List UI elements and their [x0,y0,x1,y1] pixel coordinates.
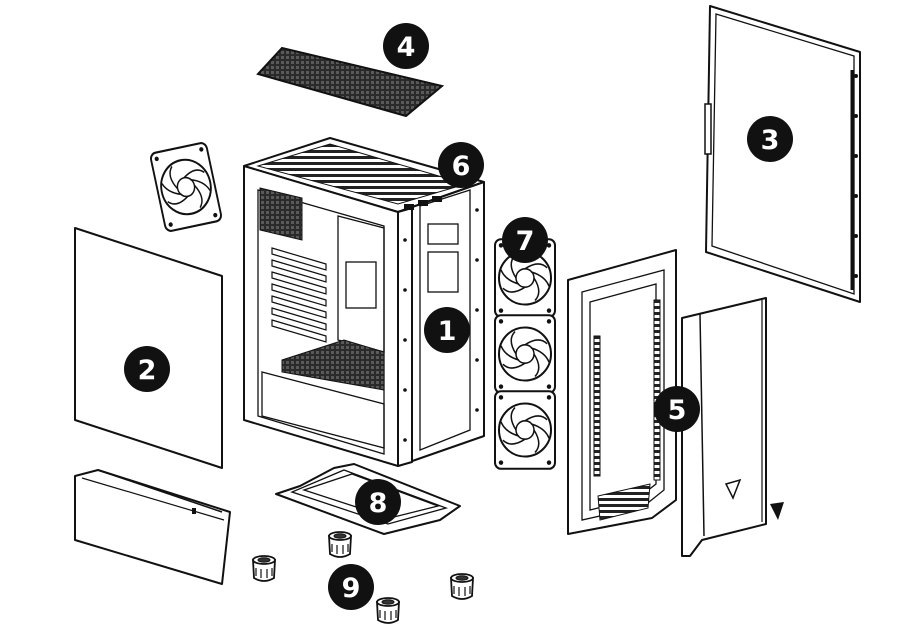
callout-label-2: 2 [138,355,157,386]
front-panel [681,297,784,557]
callout-2: 2 [124,346,170,392]
callout-label-9: 9 [342,573,361,604]
callout-label-8: 8 [369,488,388,519]
callout-label-7: 7 [516,226,535,257]
front-fans [493,238,557,470]
callout-label-6: 6 [452,151,471,182]
callout-label-4: 4 [397,32,416,63]
callout-label-5: 5 [668,395,687,426]
callout-3: 3 [747,116,793,162]
callout-5: 5 [654,386,700,432]
chassis [243,137,485,467]
callout-7: 7 [502,217,548,263]
arrow-down-icon [770,502,784,520]
callout-9: 9 [328,564,374,610]
callout-6: 6 [438,142,484,188]
callout-label-3: 3 [761,125,780,156]
callout-label-1: 1 [438,316,457,347]
rear-fan [148,141,224,233]
psu-cover [74,469,231,585]
callout-1: 1 [424,307,470,353]
front-panel-frame [567,249,677,535]
callout-8: 8 [355,479,401,525]
callout-4: 4 [383,23,429,69]
top-dust-filter [256,46,445,118]
